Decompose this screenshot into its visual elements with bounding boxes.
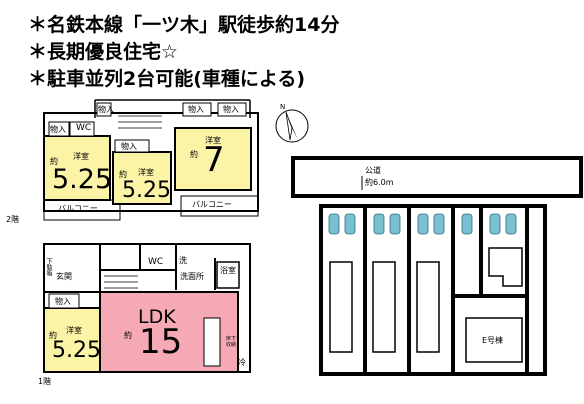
room-name: 洋室 <box>73 152 89 161</box>
room-name: 洋室 <box>138 168 154 177</box>
room-name: 洋室 <box>66 326 82 335</box>
room-prefix: 約 <box>190 150 198 159</box>
room-name: 洋室 <box>205 136 221 145</box>
room-2f-right <box>174 127 252 191</box>
storage-label: 物入 <box>55 297 71 306</box>
storage-label: 物入 <box>50 125 66 134</box>
north-compass-icon <box>275 109 309 143</box>
floor-1-label: 1階 <box>38 377 52 386</box>
road-width-label: 約6.0m <box>365 178 394 187</box>
room-prefix: 約 <box>49 331 57 340</box>
room-size: 5.25 <box>52 338 101 363</box>
site-plan <box>291 156 583 376</box>
room-size: 7 <box>203 140 225 180</box>
entrance-label: 玄関 <box>56 272 72 281</box>
under-floor-storage-label: 床下収納 <box>226 336 237 348</box>
parked-car-icons <box>328 213 517 235</box>
wash-label: 洗 <box>179 256 187 265</box>
storage-label: 物入 <box>98 105 114 114</box>
room-1f <box>43 307 101 373</box>
bath-room <box>216 261 240 289</box>
headline-station: ＊名鉄本線「一ツ木」駅徒歩約14分 <box>28 14 340 36</box>
storage-label: 物入 <box>223 105 239 114</box>
room-size: 5.25 <box>52 164 113 195</box>
storage-label: 物入 <box>188 105 204 114</box>
north-label: N <box>280 103 286 111</box>
floor-2-label: 2階 <box>6 215 20 224</box>
room-2f-left <box>43 135 111 201</box>
road-label: 公道 <box>365 166 381 175</box>
stairs-2f <box>118 115 162 129</box>
headline-long-term-quality: ＊長期優良住宅☆ <box>28 41 179 63</box>
headline-parking: ＊駐車並列2台可能(車種による) <box>28 68 306 90</box>
shoebox-label: 下駄箱 <box>45 258 52 276</box>
ldk-size: 15 <box>139 322 183 362</box>
public-road <box>291 156 583 198</box>
balcony-label: バルコニー <box>58 204 98 213</box>
wc-label: WC <box>148 257 164 267</box>
room-prefix: 約 <box>119 170 127 179</box>
ldk-name: LDK <box>138 306 176 328</box>
fridge-label: 冷 <box>238 358 246 367</box>
kitchen-counter <box>203 317 221 367</box>
bath-label: 浴室 <box>220 266 236 275</box>
balcony-label: バルコニー <box>192 200 232 209</box>
ldk-prefix: 約 <box>124 331 132 340</box>
lot-e-label: E号棟 <box>482 336 504 345</box>
stairs-1f <box>104 275 138 289</box>
storage-label: 物入 <box>121 142 137 151</box>
house-e-footprint <box>465 317 523 363</box>
room-prefix: 約 <box>50 157 58 166</box>
washroom-label: 洗面所 <box>180 272 204 281</box>
room-size: 5.25 <box>122 178 171 203</box>
wc-label: WC <box>76 123 92 133</box>
